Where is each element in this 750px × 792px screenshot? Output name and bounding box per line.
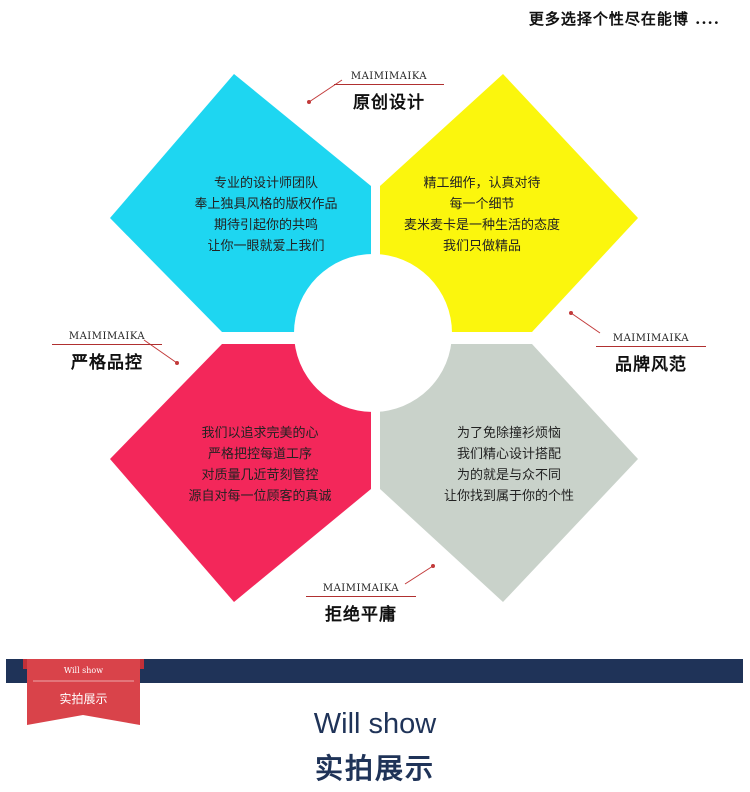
petal-line: 我们只做精品 bbox=[442, 239, 521, 254]
petal-line: 严格把控每道工序 bbox=[207, 447, 312, 462]
label-rule bbox=[52, 344, 162, 345]
label-title: 原创设计 bbox=[353, 93, 425, 113]
petal-line: 让你一眼就爱上我们 bbox=[207, 239, 325, 254]
label-title: 品牌风范 bbox=[615, 355, 687, 375]
petal-bottom-left bbox=[110, 344, 371, 602]
ribbon-shape bbox=[23, 659, 144, 725]
label-rule bbox=[306, 596, 416, 597]
label-brand-style: MAIMIMAIKA 品牌风范 bbox=[596, 326, 706, 375]
petal-text-top-left: 专业的设计师团队 奉上独具风格的版权作品 期待引起你的共鸣 让你一眼就爱上我们 bbox=[166, 173, 366, 257]
center-circle bbox=[294, 254, 452, 412]
label-reject-mediocrity: MAIMIMAIKA 拒绝平庸 bbox=[306, 576, 416, 625]
petal-line: 奉上独具风格的版权作品 bbox=[194, 197, 338, 212]
label-title: 拒绝平庸 bbox=[325, 605, 397, 625]
petal-bottom-right bbox=[380, 344, 638, 602]
section-title-english: Will show bbox=[313, 708, 437, 740]
petal-line: 源自对每一位顾客的真诚 bbox=[188, 489, 332, 504]
petal-top-left bbox=[110, 74, 371, 332]
label-brand: MAIMIMAIKA bbox=[612, 333, 690, 344]
ribbon-chinese: 实拍展示 bbox=[59, 692, 108, 706]
label-rule bbox=[596, 346, 706, 347]
petal-line: 麦米麦卡是一种生活的态度 bbox=[403, 218, 560, 233]
label-original-design: MAIMIMAIKA 原创设计 bbox=[334, 64, 444, 113]
petal-line: 期待引起你的共鸣 bbox=[213, 218, 318, 233]
section-ribbon: Will show 实拍展示 bbox=[23, 659, 144, 725]
petal-graphic bbox=[110, 74, 638, 602]
label-brand: MAIMIMAIKA bbox=[322, 583, 400, 594]
petal-text-top-right: 精工细作，认真对待 每一个细节 麦米麦卡是一种生活的态度 我们只做精品 bbox=[382, 173, 582, 257]
petal-line: 对质量几近苛刻管控 bbox=[201, 468, 319, 483]
label-brand: MAIMIMAIKA bbox=[68, 331, 146, 342]
label-quality-control: MAIMIMAIKA 严格品控 bbox=[52, 324, 162, 373]
petal-top-right bbox=[380, 74, 638, 332]
petal-line: 我们以追求完美的心 bbox=[201, 426, 319, 441]
petal-line: 每一个细节 bbox=[449, 197, 515, 212]
label-brand: MAIMIMAIKA bbox=[350, 71, 428, 82]
petal-line: 我们精心设计搭配 bbox=[456, 447, 561, 462]
ribbon-english: Will show bbox=[63, 666, 104, 675]
petal-line: 让你找到属于你的个性 bbox=[443, 489, 574, 504]
petal-line: 精工细作，认真对待 bbox=[423, 176, 541, 191]
petal-text-bottom-right: 为了免除撞衫烦恼 我们精心设计搭配 为的就是与众不同 让你找到属于你的个性 bbox=[409, 423, 609, 507]
petal-line: 为了免除撞衫烦恼 bbox=[456, 426, 561, 441]
section-title-chinese: 实拍展示 bbox=[314, 752, 435, 785]
petal-line: 为的就是与众不同 bbox=[456, 468, 561, 483]
petal-line: 专业的设计师团队 bbox=[213, 176, 318, 191]
label-title: 严格品控 bbox=[71, 353, 143, 373]
petal-text-bottom-left: 我们以追求完美的心 严格把控每道工序 对质量几近苛刻管控 源自对每一位顾客的真诚 bbox=[160, 423, 360, 507]
label-rule bbox=[334, 84, 444, 85]
header-slogan: 更多选择个性尽在能博 .... bbox=[528, 10, 720, 28]
